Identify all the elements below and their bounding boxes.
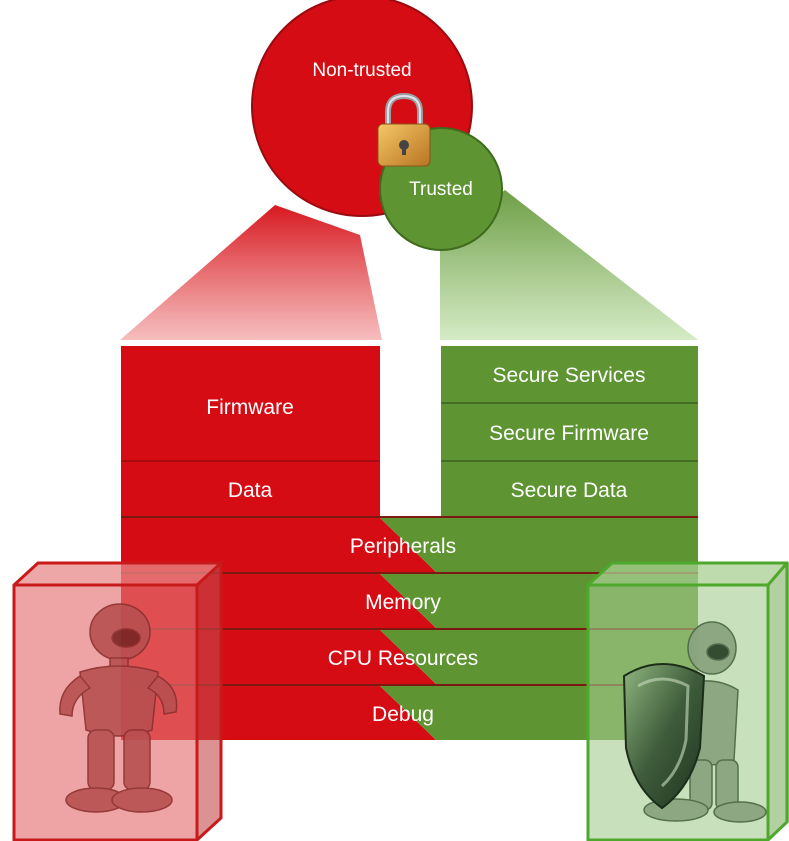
box-outline — [586, 561, 789, 841]
trusted-stack — [441, 346, 698, 516]
layer-label-debug: Debug — [372, 703, 434, 726]
layer-label-secure-services: Secure Services — [493, 364, 646, 387]
layer-label-data: Data — [228, 479, 273, 502]
robot-attacker-icon — [59, 603, 178, 813]
trusted-label: Trusted — [409, 179, 473, 200]
box-edge — [195, 561, 223, 587]
box-side-face — [768, 563, 789, 840]
shared-row-red-part — [121, 518, 436, 572]
non-trusted-layer-firmware — [121, 346, 380, 460]
shield-shape — [622, 663, 706, 810]
robot-shield-icon — [622, 621, 767, 823]
trusted-funnel — [440, 190, 698, 340]
defender-box — [586, 561, 789, 841]
shared-row-peripherals — [121, 518, 698, 572]
layer-label-cpu-resources: CPU Resources — [328, 647, 479, 670]
box-top-face — [588, 563, 789, 585]
box-side-face — [197, 563, 221, 840]
trusted-layer-secure-data — [441, 462, 698, 516]
layer-label-secure-firmware: Secure Firmware — [489, 422, 649, 445]
shared-row-green-part — [380, 518, 698, 572]
padlock-icon — [377, 92, 431, 167]
non-trusted-layer-data — [121, 462, 380, 516]
non-trusted-funnel — [120, 205, 382, 340]
box-top-face — [14, 563, 221, 585]
non-trusted-stack — [121, 346, 380, 516]
layer-label-firmware: Firmware — [206, 396, 294, 419]
box-outline — [12, 561, 223, 841]
box-edge — [766, 562, 789, 586]
layer-label-memory: Memory — [365, 591, 441, 614]
trusted-layer-secure-firmware — [441, 404, 698, 460]
layer-label-secure-data: Secure Data — [511, 479, 628, 502]
non-trusted-label: Non-trusted — [312, 60, 411, 81]
trusted-layer-secure-services — [441, 346, 698, 402]
layer-label-peripherals: Peripherals — [350, 535, 456, 558]
